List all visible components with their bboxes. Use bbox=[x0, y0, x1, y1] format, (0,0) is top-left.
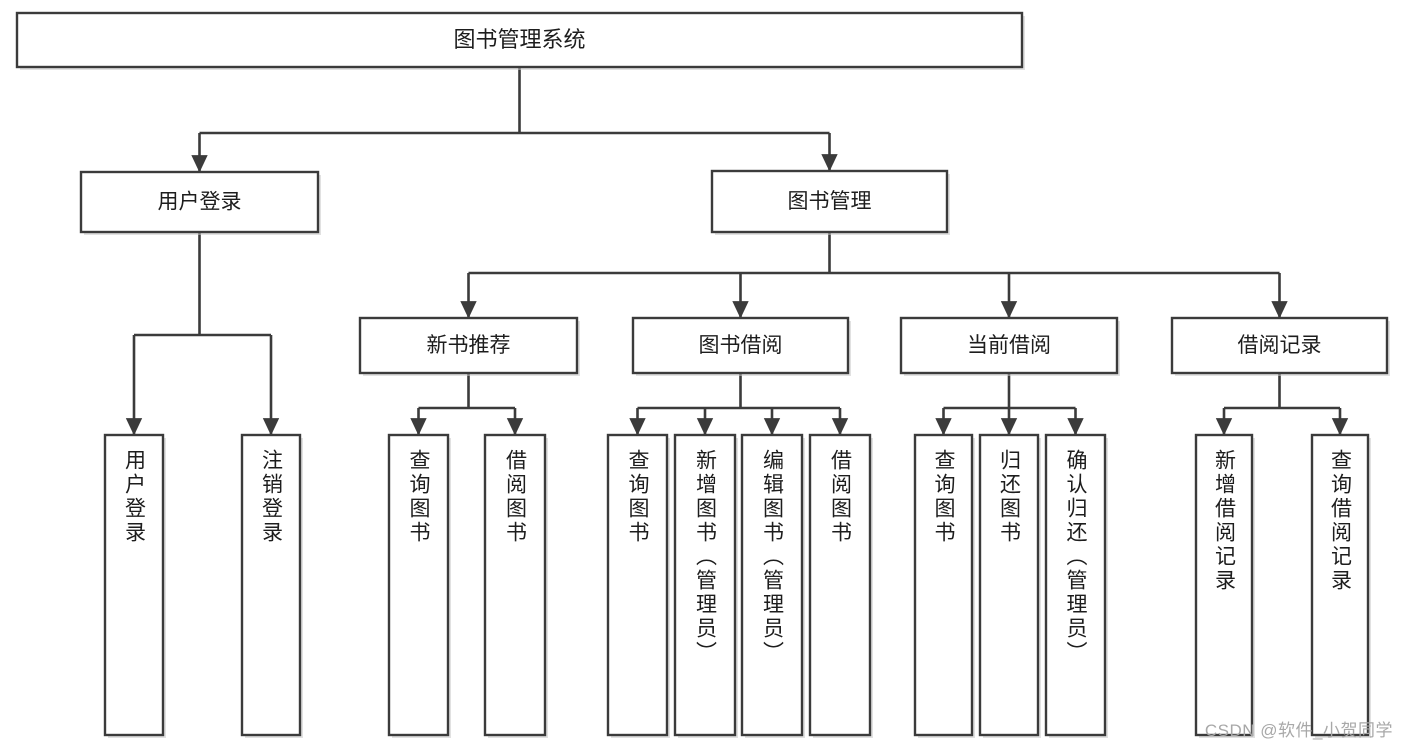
node-box-book-manage[interactable] bbox=[710, 169, 949, 234]
node-box-user-logout[interactable] bbox=[240, 433, 302, 737]
node-box-user-login[interactable] bbox=[79, 170, 320, 234]
connector-layer bbox=[125, 67, 1349, 436]
csdn-watermark: CSDN @软件_小贺同学 bbox=[1204, 721, 1393, 740]
node-box-borrow-record[interactable] bbox=[1170, 316, 1389, 375]
node-label-current-borrow: 当前借阅 bbox=[967, 334, 1051, 357]
node-box-add-book[interactable] bbox=[673, 433, 737, 737]
node-box-query-book-2[interactable] bbox=[606, 433, 669, 737]
node-box-borrow-book-2[interactable] bbox=[808, 433, 872, 737]
node-label-book-borrow: 图书借阅 bbox=[699, 334, 783, 357]
node-box-edit-book[interactable] bbox=[740, 433, 804, 737]
node-box-user-login-do[interactable] bbox=[103, 433, 165, 737]
node-box-query-borrow-record[interactable] bbox=[1310, 433, 1370, 737]
node-label-user-login: 用户登录 bbox=[158, 191, 242, 214]
node-box-return-book[interactable] bbox=[978, 433, 1040, 737]
node-label-book-manage: 图书管理 bbox=[788, 190, 872, 213]
node-box-new-book-recommend[interactable] bbox=[358, 316, 579, 375]
node-box-confirm-return[interactable] bbox=[1044, 433, 1107, 737]
node-box-current-borrow[interactable] bbox=[899, 316, 1119, 375]
node-box-root[interactable] bbox=[15, 11, 1024, 69]
node-box-layer bbox=[15, 11, 1390, 738]
node-label-root: 图书管理系统 bbox=[453, 27, 585, 52]
node-label-new-book-recommend: 新书推荐 bbox=[427, 334, 511, 357]
node-box-query-book-1[interactable] bbox=[387, 433, 450, 737]
node-box-query-book-3[interactable] bbox=[913, 433, 974, 737]
node-label-borrow-record: 借阅记录 bbox=[1238, 334, 1322, 357]
node-box-borrow-book-1[interactable] bbox=[483, 433, 547, 737]
node-box-add-borrow-record[interactable] bbox=[1194, 433, 1254, 737]
node-box-book-borrow[interactable] bbox=[631, 316, 850, 375]
